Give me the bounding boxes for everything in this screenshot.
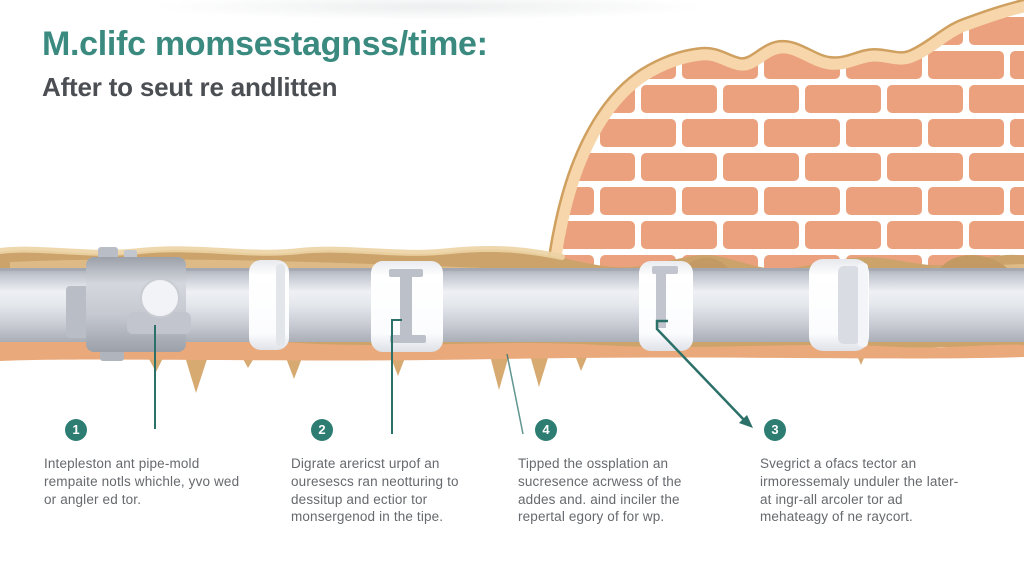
pipe-coupling-2: [371, 261, 443, 352]
callout-lines: [154, 319, 747, 435]
pipe-coupling-1: [249, 260, 289, 350]
step-3-text: Svegrict a ofacs tector an irmoressemaly…: [760, 456, 959, 525]
step-1: 1 Intepleston ant pipe-mold rempaite not…: [44, 419, 240, 508]
step-4: 4 Tipped the ossplation an sucresence ac…: [518, 419, 716, 526]
page-title: M.clifc momsestagnss/time:: [42, 25, 488, 63]
step-3-badge: 3: [764, 419, 786, 441]
step-4-badge: 4: [535, 419, 557, 441]
step-2-badge: 2: [311, 419, 333, 441]
step-1-badge: 1: [65, 419, 87, 441]
step-4-text: Tipped the ossplation an sucresence acrw…: [518, 456, 682, 525]
valve-port: [140, 278, 180, 318]
callout-line-2: [391, 319, 402, 434]
pipe-coupling-4: [809, 259, 869, 351]
callout-arrowhead: [739, 415, 753, 428]
step-2: 2 Digrate arericst urpof an ouresescs ra…: [291, 419, 487, 526]
pipe-coupling-3: [639, 261, 693, 351]
callout-line-4: [506, 353, 524, 435]
page-subtitle: After to seut re andlitten: [42, 72, 338, 103]
step-2-text: Digrate arericst urpof an ouresescs ran …: [291, 456, 459, 525]
callout-arrow-3: [655, 319, 747, 423]
header: M.clifc momsestagnss/time: After to seut…: [42, 25, 488, 103]
brick-wall: [544, 0, 1024, 298]
pipe-valve: [66, 247, 191, 361]
step-3: 3 Svegrict a ofacs tector an irmoressema…: [760, 419, 962, 526]
step-1-text: Intepleston ant pipe-mold rempaite notls…: [44, 456, 240, 507]
